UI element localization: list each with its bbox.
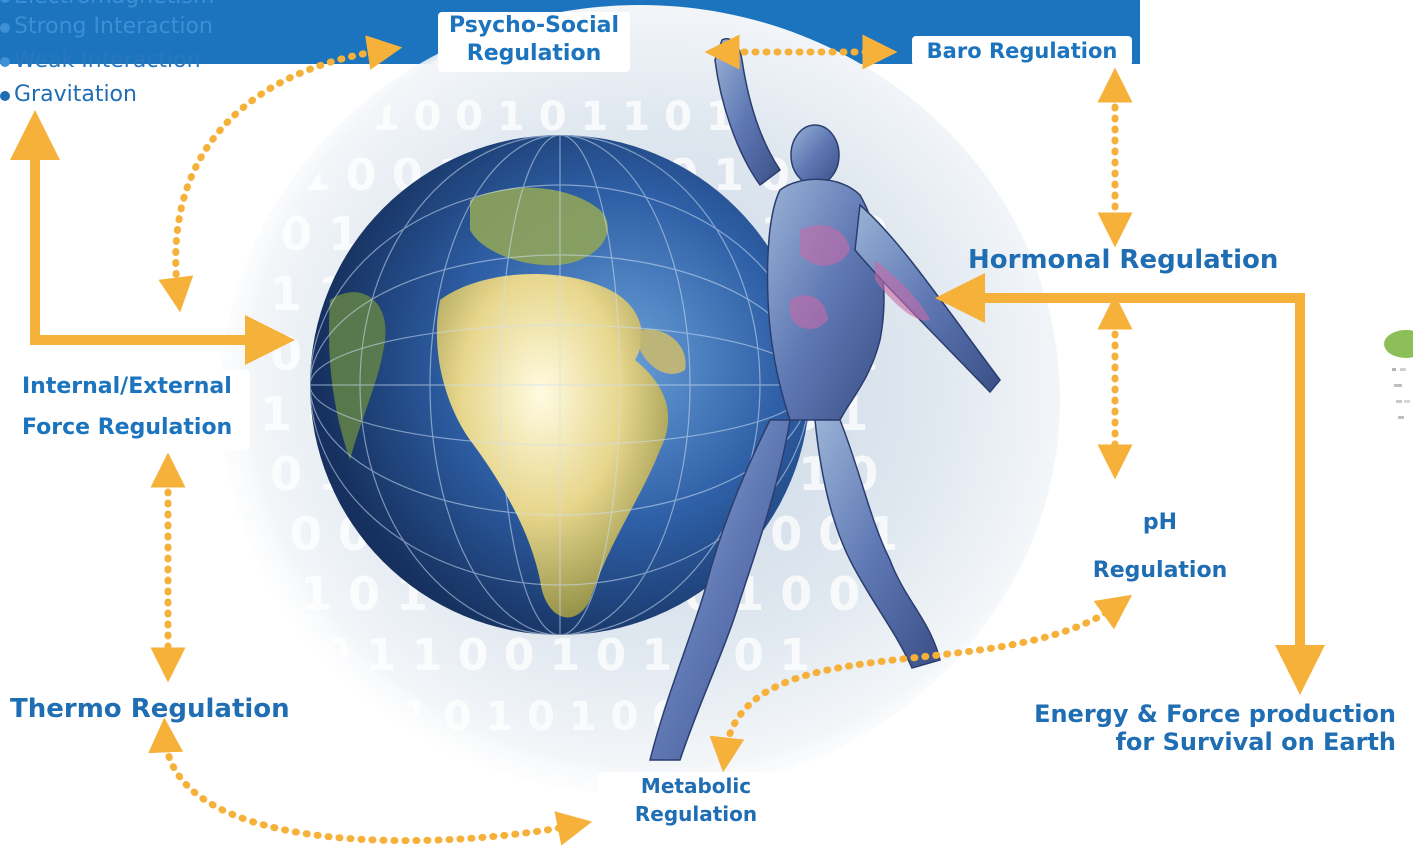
bullet-icon <box>0 23 10 33</box>
hormonal-regulation-label: Hormonal Regulation <box>968 245 1278 275</box>
internal-external-force-regulation-label: Internal/External Force Regulation <box>22 370 250 450</box>
metabolic-line2: Regulation <box>598 800 794 828</box>
ph-line1: pH <box>1080 510 1240 558</box>
ph-regulation-label: pH Regulation <box>1080 510 1240 583</box>
metabolic-regulation-label: Metabolic Regulation <box>598 772 794 836</box>
force-item-gravitation: Gravitation <box>0 82 137 107</box>
internal-external-line2: Force Regulation <box>22 416 250 440</box>
thermo-regulation-label: Thermo Regulation <box>10 694 290 724</box>
energy-force-production-label: Energy & Force production for Survival o… <box>1030 700 1396 756</box>
ph-line2: Regulation <box>1080 558 1240 583</box>
psycho-social-line2: Regulation <box>438 40 630 68</box>
arrow-psycho-to-internal <box>176 50 385 295</box>
force-item-strong-interaction: Strong Interaction <box>0 14 213 39</box>
bullet-icon <box>0 57 10 67</box>
arrow-thermo-metabolic <box>165 735 575 841</box>
bullet-icon <box>0 0 10 3</box>
force-item-electromagnetism: Electromagnetism <box>0 0 214 9</box>
force-item-weak-interaction: Weak Interaction <box>0 48 201 73</box>
energy-line2: for Survival on Earth <box>1030 728 1396 756</box>
internal-external-line1: Internal/External <box>22 370 250 416</box>
energy-line1: Energy & Force production <box>1030 700 1396 728</box>
green-logo-fragment-icon <box>1376 328 1413 433</box>
psycho-social-line1: Psycho-Social <box>438 12 630 40</box>
baro-regulation-label: Baro Regulation <box>912 36 1132 66</box>
psycho-social-regulation-label: Psycho-Social Regulation <box>438 12 630 72</box>
metabolic-line1: Metabolic <box>598 772 794 800</box>
bullet-icon <box>0 91 10 101</box>
arrow-gravitation <box>35 135 270 340</box>
arrow-energy <box>960 298 1300 670</box>
